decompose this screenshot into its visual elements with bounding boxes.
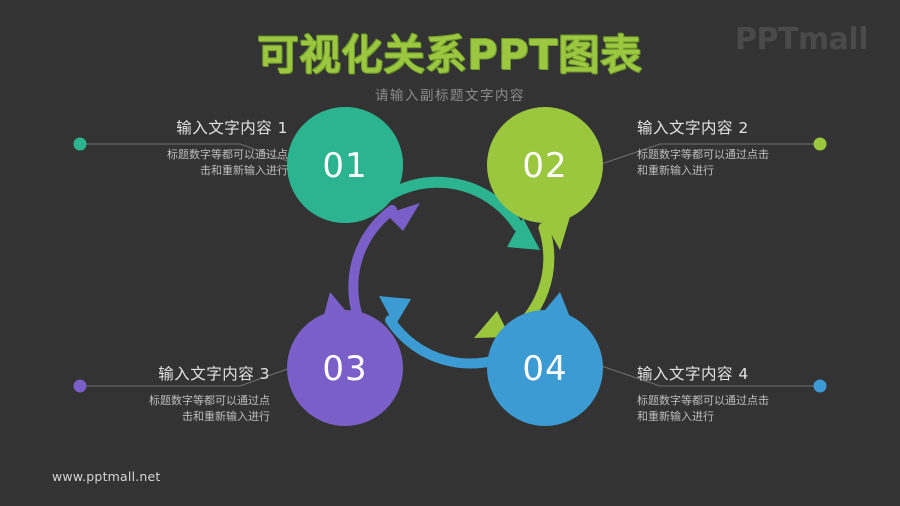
callout-1-body-line1: 标题数字等都可以通过点 bbox=[167, 148, 288, 161]
callout-2-body: 标题数字等都可以通过点击 和重新输入进行 bbox=[637, 147, 837, 179]
title-block: 可视化关系PPT图表 请输入副标题文字内容 bbox=[0, 31, 900, 105]
callout-1-body: 标题数字等都可以通过点 击和重新输入进行 bbox=[88, 147, 288, 179]
endpoint-dot-2 bbox=[813, 137, 827, 151]
endpoint-dot-4 bbox=[813, 379, 827, 393]
node-circle-04[interactable]: 04 bbox=[487, 292, 603, 426]
endpoint-dot-3 bbox=[73, 379, 87, 393]
pptmall-logo: PPTmall bbox=[734, 22, 869, 57]
node-circle-01[interactable]: 01 bbox=[287, 106, 404, 223]
callout-4: 输入文字内容 4 标题数字等都可以通过点击 和重新输入进行 bbox=[637, 362, 837, 425]
callout-1-heading: 输入文字内容 1 bbox=[176, 119, 288, 137]
node-circle-03[interactable]: 03 bbox=[287, 292, 403, 426]
callout-4-heading: 输入文字内容 4 bbox=[637, 365, 749, 383]
callout-2: 输入文字内容 2 标题数字等都可以通过点击 和重新输入进行 bbox=[637, 116, 837, 179]
page-subtitle: 请输入副标题文字内容 bbox=[375, 88, 525, 105]
endpoint-dot-1 bbox=[73, 137, 87, 151]
callout-3: 输入文字内容 3 标题数字等都可以通过点 击和重新输入进行 bbox=[70, 362, 270, 425]
callout-2-body-line2: 和重新输入进行 bbox=[637, 163, 714, 177]
callout-3-heading: 输入文字内容 3 bbox=[158, 365, 270, 383]
page-title: 可视化关系PPT图表 bbox=[257, 31, 643, 79]
node-label-04: 04 bbox=[522, 349, 567, 389]
callout-4-body-line2: 和重新输入进行 bbox=[637, 409, 714, 423]
callout-3-body-line2: 击和重新输入进行 bbox=[182, 409, 270, 423]
callout-4-body-line1: 标题数字等都可以通过点击 bbox=[637, 394, 769, 407]
callout-4-body: 标题数字等都可以通过点击 和重新输入进行 bbox=[637, 393, 837, 425]
node-label-03: 03 bbox=[322, 349, 367, 389]
callout-3-body-line1: 标题数字等都可以通过点 bbox=[149, 394, 270, 407]
footer-url[interactable]: www.pptmall.net bbox=[52, 469, 161, 484]
callout-3-body: 标题数字等都可以通过点 击和重新输入进行 bbox=[70, 393, 270, 425]
callout-2-body-line1: 标题数字等都可以通过点击 bbox=[637, 148, 769, 161]
node-label-01: 01 bbox=[322, 146, 367, 186]
connector-line-2 bbox=[577, 143, 820, 173]
callout-1-body-line2: 击和重新输入进行 bbox=[200, 163, 288, 177]
callout-2-heading: 输入文字内容 2 bbox=[637, 119, 749, 137]
callout-1: 输入文字内容 1 标题数字等都可以通过点 击和重新输入进行 bbox=[88, 116, 288, 179]
node-label-02: 02 bbox=[522, 146, 567, 186]
connector-line-4 bbox=[577, 357, 820, 387]
node-circle-02[interactable]: 02 bbox=[487, 107, 603, 250]
